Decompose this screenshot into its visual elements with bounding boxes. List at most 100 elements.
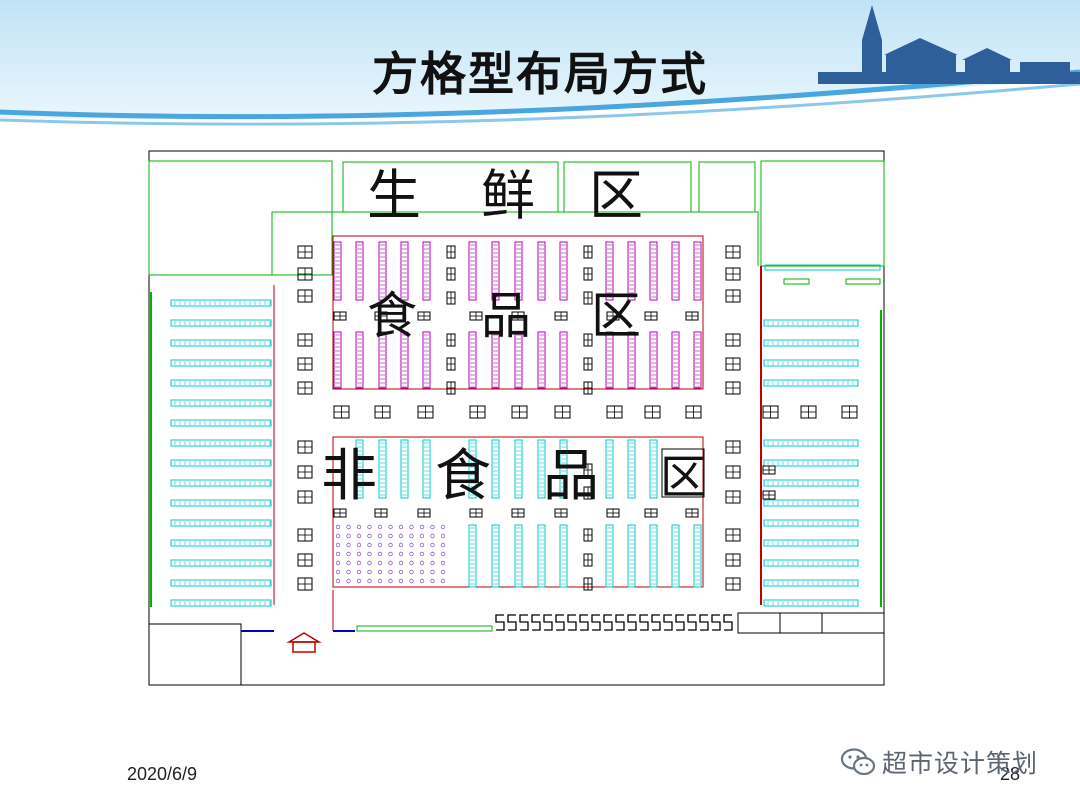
checkout-counter bbox=[687, 614, 697, 631]
bulk-display-dot bbox=[335, 533, 341, 539]
right-wall-shelf bbox=[763, 479, 859, 487]
food-zone-char-3: 区 bbox=[591, 287, 641, 345]
food-shelf bbox=[649, 331, 658, 389]
checkout-counter bbox=[603, 614, 613, 631]
bulk-display-dot bbox=[367, 560, 372, 566]
bulk-display-dot bbox=[430, 578, 435, 584]
fresh-room-3 bbox=[698, 161, 756, 213]
bulk-display-dot bbox=[440, 542, 446, 548]
bulk-display-dot bbox=[409, 578, 414, 584]
food-shelf bbox=[649, 241, 658, 301]
bulk-display-dot bbox=[409, 551, 414, 557]
food-zone-char-2: 品 bbox=[481, 287, 531, 345]
right-wall-shelf bbox=[763, 379, 859, 387]
nonfood-shelf bbox=[400, 439, 409, 499]
food-shelf bbox=[693, 331, 702, 389]
bulk-display-dot bbox=[346, 542, 351, 548]
checkout-counter bbox=[627, 614, 637, 631]
food-shelf bbox=[422, 241, 431, 301]
left-wall-shelf bbox=[170, 299, 272, 307]
bulk-display-dot bbox=[356, 560, 362, 566]
bulk-display-dot bbox=[367, 578, 372, 584]
food-block bbox=[332, 235, 704, 390]
food-shelf bbox=[400, 331, 409, 389]
food-shelf bbox=[537, 331, 546, 389]
nonfood-shelf bbox=[671, 524, 680, 588]
nonfood-shelf bbox=[355, 439, 364, 499]
nonfood-shelf bbox=[468, 439, 477, 499]
wechat-icon bbox=[840, 748, 876, 776]
nonfood-shelf bbox=[627, 439, 636, 499]
checkout-counter bbox=[639, 614, 649, 631]
checkout-counter bbox=[651, 614, 661, 631]
nonfood-shelf bbox=[537, 439, 546, 499]
food-shelf bbox=[333, 241, 342, 301]
bulk-display-dot bbox=[346, 551, 351, 557]
food-shelf bbox=[491, 331, 500, 389]
left-wall-shelf bbox=[170, 559, 272, 567]
bulk-display-dot bbox=[377, 569, 383, 575]
bulk-display-dot bbox=[367, 533, 372, 539]
food-shelf bbox=[605, 331, 614, 389]
bulk-display-dot bbox=[367, 524, 372, 530]
checkout-counter bbox=[579, 614, 589, 631]
checkout-counter bbox=[555, 614, 565, 631]
food-shelf bbox=[627, 331, 636, 389]
bulk-display-dot bbox=[409, 524, 414, 530]
bulk-display-dot bbox=[367, 551, 372, 557]
checkout-counter bbox=[495, 614, 505, 631]
room-bottom-left bbox=[148, 623, 242, 686]
nonfood-shelf bbox=[491, 439, 500, 499]
service-desk bbox=[737, 612, 885, 634]
right-wall-shelf bbox=[763, 339, 859, 347]
bulk-display-dot bbox=[356, 578, 362, 584]
bulk-display-dot bbox=[377, 533, 383, 539]
bulk-display-dot bbox=[388, 560, 393, 566]
food-shelf bbox=[559, 241, 568, 301]
bulk-display-dot bbox=[346, 524, 351, 530]
right-wall-shelf bbox=[763, 459, 859, 467]
bulk-display-dot bbox=[409, 569, 414, 575]
bulk-display-dot bbox=[335, 524, 341, 530]
bulk-display-dot bbox=[377, 578, 383, 584]
nonfood-shelf bbox=[537, 524, 546, 588]
nonfood-zone-char-3: 品 bbox=[543, 444, 599, 509]
bulk-display-dot bbox=[377, 560, 383, 566]
bulk-display-dot bbox=[346, 533, 351, 539]
page-number: 28 bbox=[1000, 764, 1021, 784]
checkout-counter bbox=[591, 614, 601, 631]
bulk-display-dot bbox=[430, 524, 435, 530]
bulk-display-dot bbox=[377, 551, 383, 557]
bulk-display-dot bbox=[409, 542, 414, 548]
food-shelf bbox=[514, 331, 523, 389]
food-shelf bbox=[355, 241, 364, 301]
left-wall-shelf bbox=[170, 399, 272, 407]
bulk-display-dot bbox=[356, 533, 362, 539]
checkout-counter bbox=[723, 614, 733, 631]
nonfood-shelf bbox=[468, 524, 477, 588]
floor-plan: 生 鲜 区 食 品 区 非 食 品 区 bbox=[148, 150, 885, 686]
bulk-display-dot bbox=[356, 551, 362, 557]
bulk-display-dot bbox=[419, 533, 425, 539]
right-wall-shelf bbox=[763, 359, 859, 367]
church-silhouette-icon bbox=[818, 5, 1080, 84]
bulk-display-dot bbox=[430, 560, 435, 566]
bulk-display-dot bbox=[398, 533, 404, 539]
checkout-counter bbox=[531, 614, 541, 631]
right-wall-shelf bbox=[763, 499, 859, 507]
checkout-counter bbox=[675, 614, 685, 631]
bulk-display-dot bbox=[377, 524, 383, 530]
bulk-display-dot bbox=[388, 551, 393, 557]
left-wall-shelf bbox=[170, 479, 272, 487]
bulk-display-dot bbox=[346, 560, 351, 566]
bulk-display-dot bbox=[356, 569, 362, 575]
bulk-display-dot bbox=[367, 569, 372, 575]
bulk-display-dot bbox=[409, 533, 414, 539]
left-wall-shelf bbox=[170, 519, 272, 527]
bulk-display-dot bbox=[377, 542, 383, 548]
bulk-display-dot bbox=[419, 578, 425, 584]
left-wall-shelf bbox=[170, 459, 272, 467]
bulk-display-dot bbox=[440, 524, 446, 530]
food-zone-char-1: 食 bbox=[367, 287, 417, 345]
food-shelf bbox=[333, 331, 342, 389]
